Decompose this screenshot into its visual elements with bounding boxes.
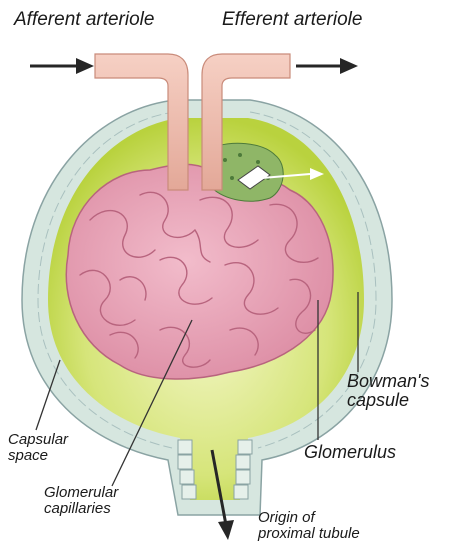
bowmans-capsule-label-line2: capsule bbox=[347, 391, 429, 410]
capsular-space-label-line2: space bbox=[8, 448, 68, 464]
efferent-flow-arrow bbox=[296, 58, 358, 74]
glomerular-capillaries bbox=[66, 164, 333, 379]
proximal-tubule-origin-label: Origin of proximal tubule bbox=[258, 510, 360, 542]
capsular-space-label-line1: Capsular bbox=[8, 432, 68, 448]
proximal-tubule-origin-label-line2: proximal tubule bbox=[258, 526, 360, 542]
capsular-space-label: Capsular space bbox=[8, 432, 68, 464]
afferent-arteriole-label: Afferent arteriole bbox=[14, 10, 154, 30]
afferent-flow-arrow bbox=[30, 58, 94, 74]
proximal-tubule-origin-label-line1: Origin of bbox=[258, 510, 360, 526]
glomerular-capillaries-label-line1: Glomerular bbox=[44, 485, 118, 501]
bowmans-capsule-label: Bowman's capsule bbox=[347, 372, 429, 410]
glomerulus-label: Glomerulus bbox=[304, 443, 396, 462]
glomerular-capillaries-label-line2: capillaries bbox=[44, 501, 118, 517]
bowmans-capsule-label-line1: Bowman's bbox=[347, 372, 429, 391]
glomerular-capillaries-label: Glomerular capillaries bbox=[44, 485, 118, 517]
efferent-arteriole-label: Efferent arteriole bbox=[222, 10, 362, 30]
